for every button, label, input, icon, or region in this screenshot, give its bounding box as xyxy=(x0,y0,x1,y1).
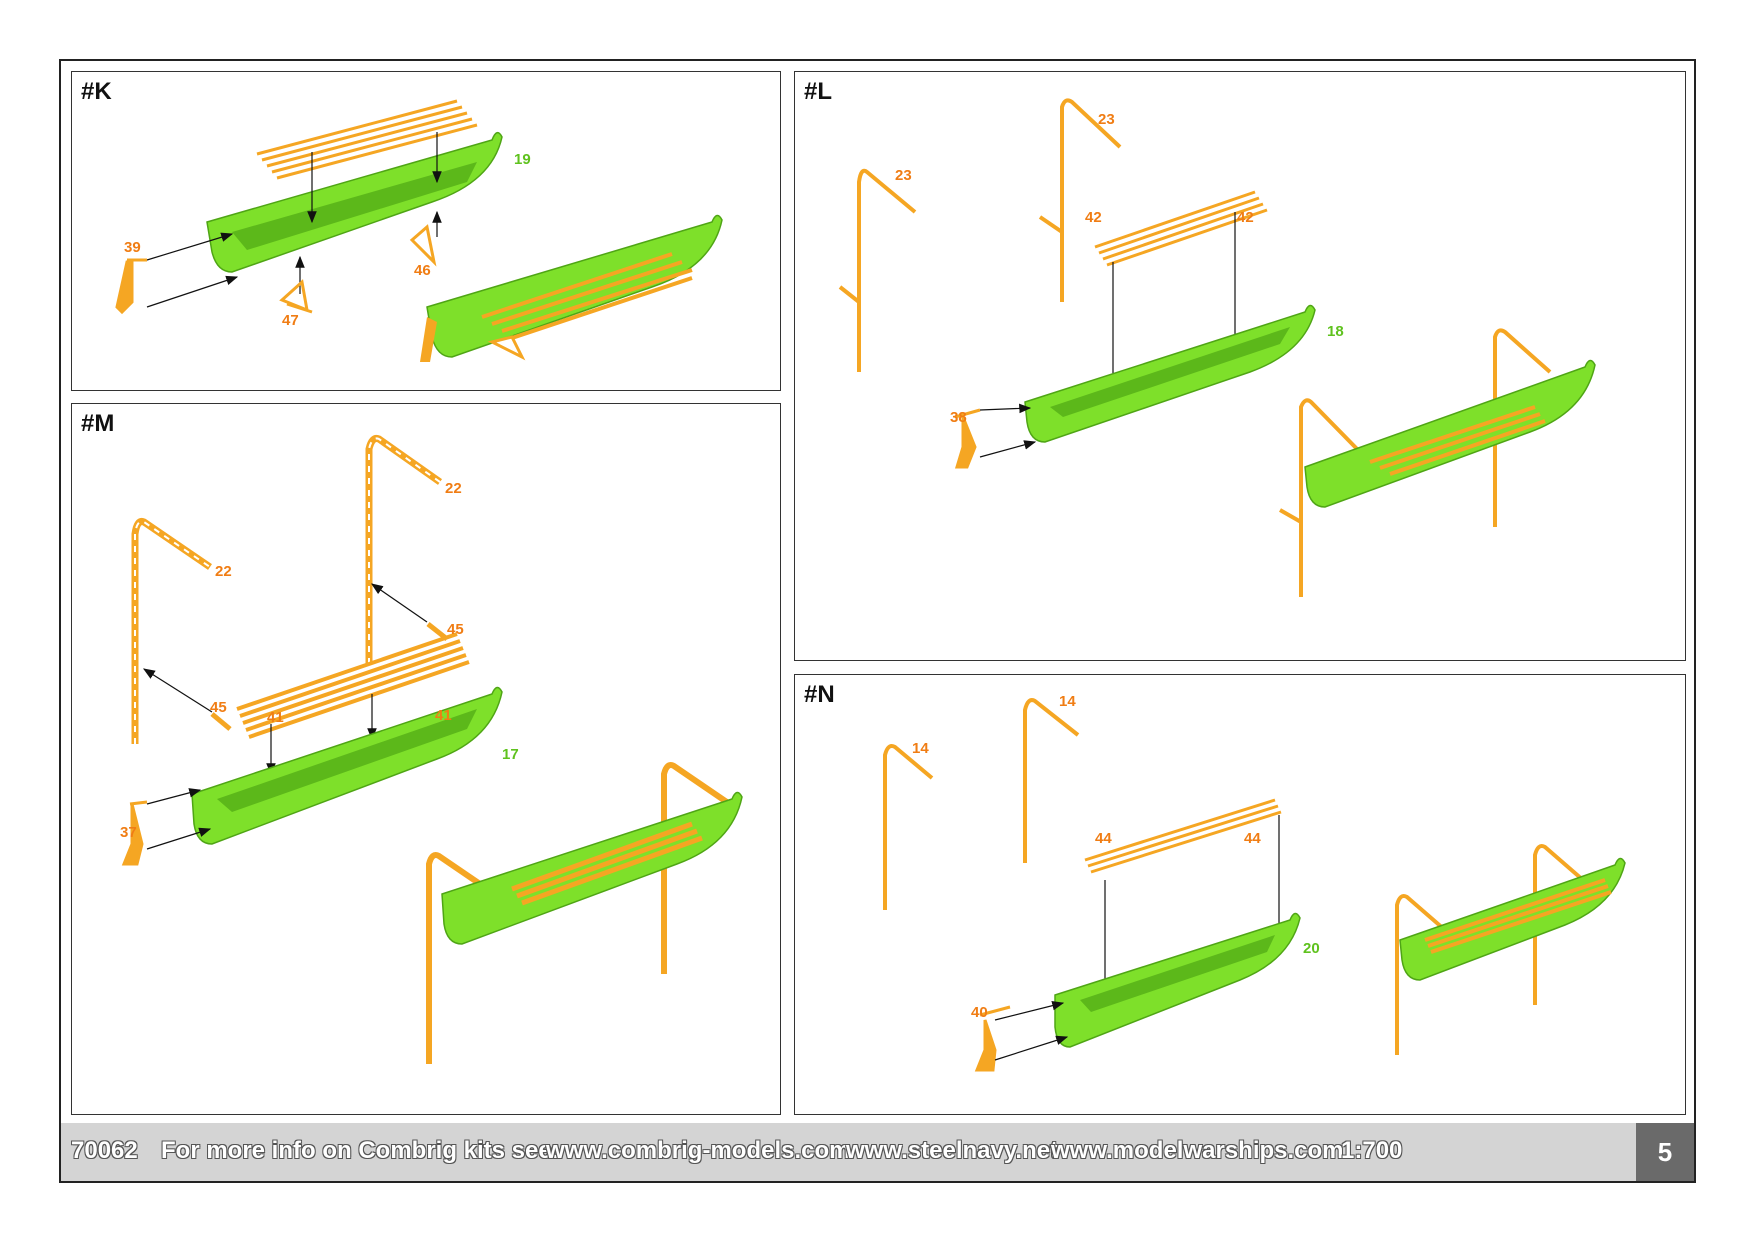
bracket-46 xyxy=(409,224,437,267)
davit-23-left xyxy=(838,168,917,372)
label-oars-42-a: 42 xyxy=(1085,209,1102,226)
rudder-37 xyxy=(121,800,148,866)
davit-assembled-n-left xyxy=(1395,894,1447,1055)
label-oars-44-a: 44 xyxy=(1095,830,1112,847)
label-bracket-46: 46 xyxy=(414,262,431,279)
label-arm-45-a: 45 xyxy=(210,699,227,716)
label-davit-22-b: 22 xyxy=(445,480,462,497)
label-bracket-47: 47 xyxy=(282,312,299,329)
label-oars-41-a: 41 xyxy=(267,709,284,726)
panel-k: #K 19 39 xyxy=(71,71,781,391)
link-combrig-models[interactable]: www.combrig-models.com xyxy=(546,1137,851,1164)
scale-label: 1:700 xyxy=(1341,1137,1403,1164)
label-boat-17: 17 xyxy=(502,746,519,763)
link-steelnavy[interactable]: www.steelnavy.net xyxy=(846,1137,1059,1164)
label-arm-45-b: 45 xyxy=(447,621,464,638)
footer-bar: 70062 For more info on Combrig kits see:… xyxy=(61,1123,1694,1181)
kit-code: 70062 xyxy=(71,1137,138,1164)
label-davit-14-b: 14 xyxy=(1059,693,1076,710)
oars-42 xyxy=(1094,190,1268,267)
panel-n-diagram: 14 14 44 44 20 40 xyxy=(883,693,1626,1072)
panel-m-title: #M xyxy=(81,410,115,437)
arm-45-left xyxy=(210,712,232,731)
panel-k-title: #K xyxy=(81,78,112,105)
footer-info-text: For more info on Combrig kits see: xyxy=(161,1137,560,1164)
panel-n-title: #N xyxy=(804,681,835,708)
instruction-page-frame xyxy=(59,59,1696,1183)
label-oars-41-b: 41 xyxy=(435,707,452,724)
label-rudder-40: 40 xyxy=(971,1004,988,1021)
rudder-40 xyxy=(974,1005,1011,1072)
link-modelwarships[interactable]: www.modelwarships.com xyxy=(1051,1137,1344,1164)
davit-assembled-m-left xyxy=(426,852,504,1064)
davit-assembled-l-left xyxy=(1279,398,1362,597)
label-oars-44-b: 44 xyxy=(1244,830,1261,847)
rudder-38 xyxy=(954,408,981,469)
davit-23-middle xyxy=(1038,98,1122,302)
davit-14-left xyxy=(883,744,934,910)
panel-m: #M xyxy=(71,403,781,1115)
oars-44 xyxy=(1084,798,1282,874)
oars-part xyxy=(256,99,478,180)
panel-k-diagram: 19 39 46 47 xyxy=(115,99,723,362)
panel-l: #L 23 23 42 42 18 xyxy=(794,71,1686,661)
oars-41 xyxy=(236,632,470,739)
label-oars-42-b: 42 xyxy=(1237,209,1254,226)
label-boat-19: 19 xyxy=(514,151,531,168)
label-davit-22-a: 22 xyxy=(215,563,232,580)
davit-assembled-m-right xyxy=(661,762,739,974)
label-boat-20: 20 xyxy=(1303,940,1320,957)
bracket-47 xyxy=(279,279,313,314)
panel-l-title: #L xyxy=(804,78,833,105)
label-davit-14-a: 14 xyxy=(912,740,929,757)
label-rudder-37: 37 xyxy=(120,824,137,841)
label-davit-23-b: 23 xyxy=(1098,111,1115,128)
rudder-39 xyxy=(115,258,147,315)
davit-14-right xyxy=(1023,698,1080,863)
page-number: 5 xyxy=(1636,1123,1694,1181)
panel-m-diagram: 22 22 45 45 41 41 17 37 xyxy=(120,435,743,1064)
label-rudder-39: 39 xyxy=(124,239,141,256)
davit-assembled-n-right xyxy=(1533,844,1585,1005)
panel-l-diagram: 23 23 42 42 18 38 xyxy=(838,98,1596,597)
davit-assembled-l-right xyxy=(1493,328,1552,527)
label-boat-18: 18 xyxy=(1327,323,1344,340)
label-rudder-38: 38 xyxy=(950,409,967,426)
davit-22-right xyxy=(365,435,443,664)
panel-n: #N 14 14 44 44 20 xyxy=(794,674,1686,1115)
davit-22-left xyxy=(131,518,212,744)
label-davit-23-a: 23 xyxy=(895,167,912,184)
